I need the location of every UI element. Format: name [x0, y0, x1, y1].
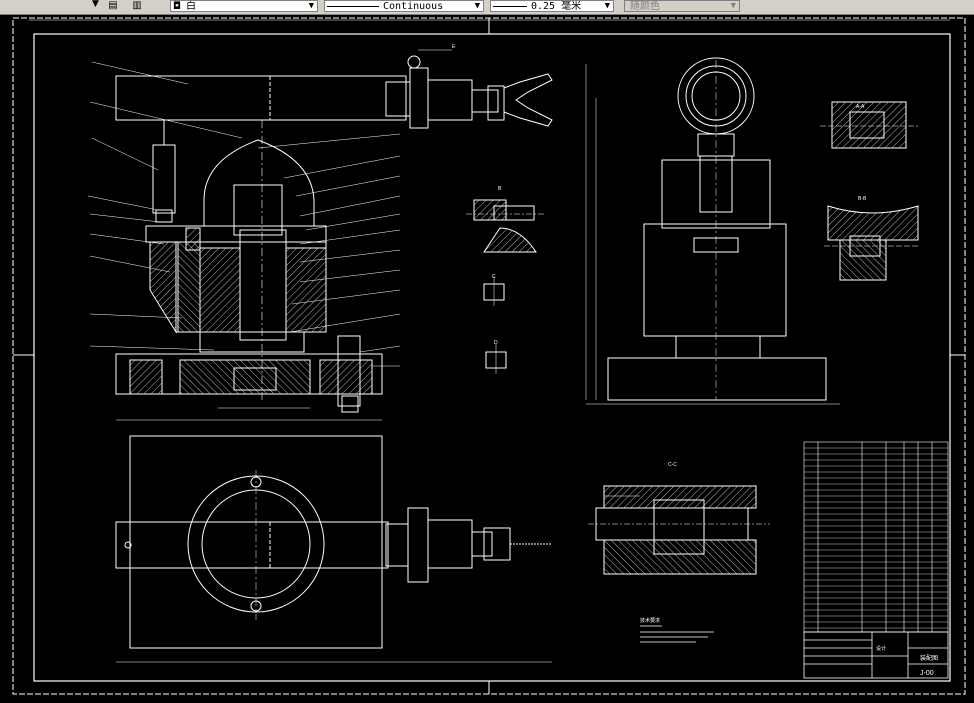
layer-states-icon[interactable]: ▥: [132, 0, 142, 11]
dropdown-arrow-icon[interactable]: ▼: [92, 0, 99, 9]
layer-icon[interactable]: ▤: [108, 0, 118, 11]
view-label-d: D: [494, 340, 498, 346]
parts-list: [803, 441, 949, 633]
section-label-c-c: C-C: [668, 462, 677, 468]
technical-notes: [640, 625, 714, 643]
lineweight-sample: [493, 5, 527, 7]
sheet-border: [12, 17, 966, 695]
color-value: 随颜色: [630, 1, 660, 12]
front-view: [115, 49, 553, 421]
drawing-number: J-00: [920, 670, 934, 677]
view-label-b: B: [498, 186, 502, 192]
designer-label: 设计: [876, 645, 886, 652]
layer-value: 白: [186, 1, 197, 12]
leader-lines: [87, 61, 401, 367]
section-label-a-a: A-A: [856, 104, 865, 110]
top-view: [115, 435, 552, 663]
view-label-c: C: [492, 274, 496, 280]
parts-list-rows: [804, 447, 948, 629]
side-view: [585, 57, 840, 405]
part-title: 装配图: [920, 654, 938, 662]
section-details: [466, 101, 920, 575]
linetype-value: Continuous: [383, 1, 444, 12]
linetype-sample: [327, 5, 379, 7]
section-label-b-b: B-B: [858, 196, 867, 202]
drawing-canvas[interactable]: 设计 装配图 J-00 A-A B-B C-C B C D E 技术要求: [0, 14, 974, 703]
linetype-dropdown[interactable]: Continuous ▼: [324, 0, 484, 12]
tech-requirements-title: 技术要求: [640, 617, 660, 624]
properties-toolbar: ▼ ▤ ▥ ◘ 白 ▼ Continuous ▼ 0.25 毫米 ▼ 随颜色 ▼: [0, 0, 974, 15]
color-dropdown[interactable]: 随颜色 ▼: [624, 0, 740, 12]
chevron-down-icon: ▼: [474, 1, 480, 11]
title-block: [803, 631, 949, 679]
chevron-down-icon: ▼: [308, 1, 314, 11]
lineweight-dropdown[interactable]: 0.25 毫米 ▼: [490, 0, 614, 12]
lineweight-value: 0.25 毫米: [531, 1, 582, 12]
layer-dropdown[interactable]: ◘ 白 ▼: [170, 0, 318, 12]
chevron-down-icon: ▼: [730, 1, 736, 11]
view-label-e: E: [452, 44, 456, 50]
chevron-down-icon: ▼: [604, 1, 610, 11]
